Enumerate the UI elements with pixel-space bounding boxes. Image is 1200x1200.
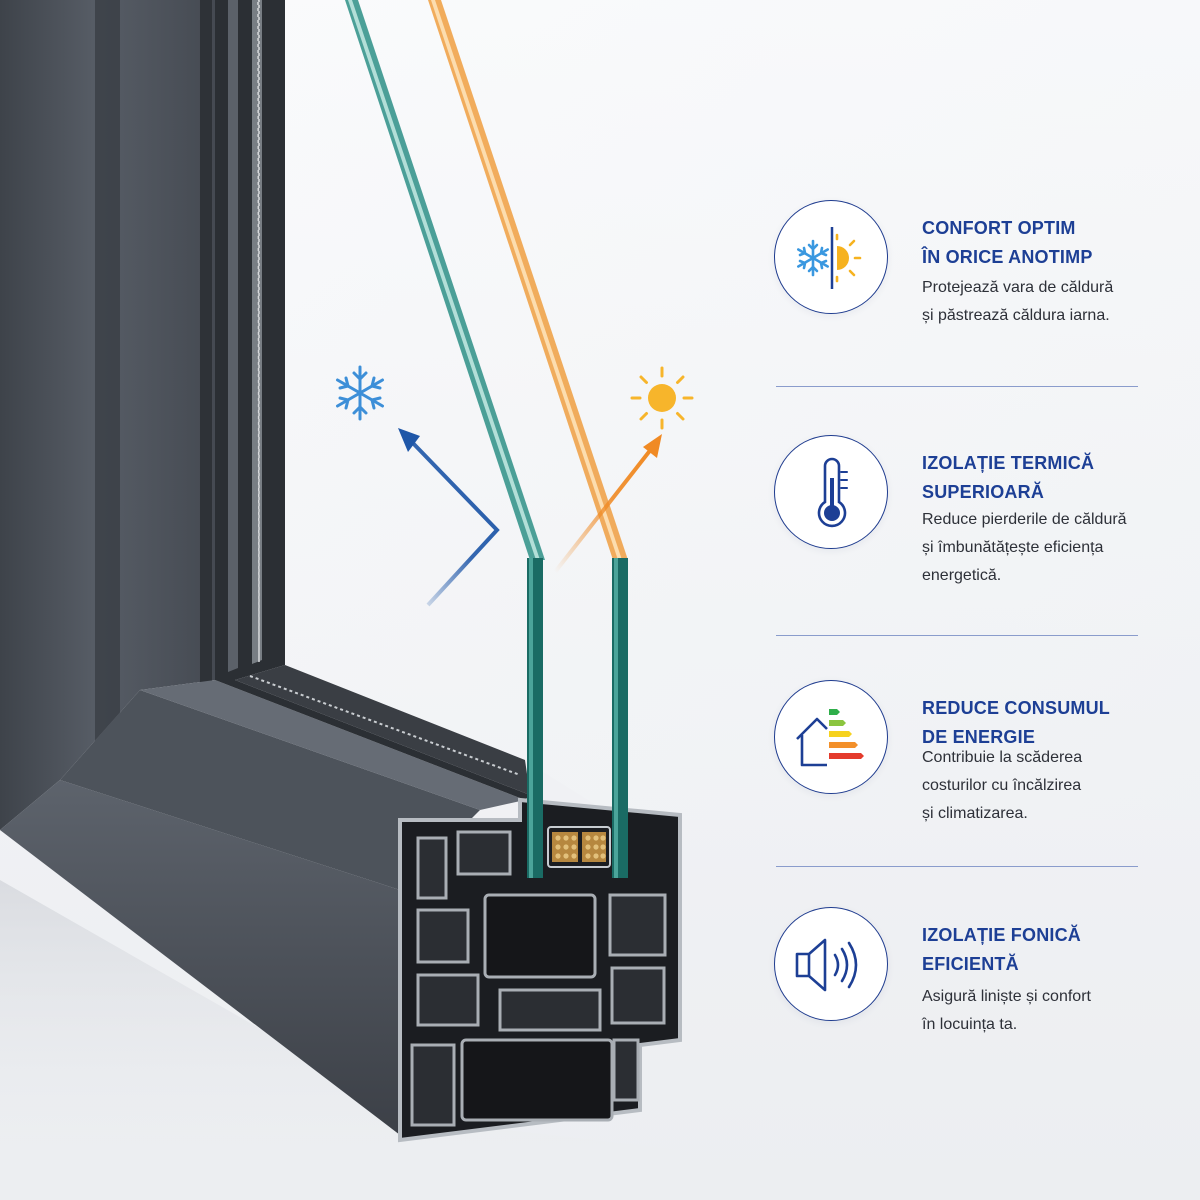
feature-comfort: CONFORT OPTIM ÎN ORICE ANOTIMP Protejeaz… xyxy=(774,200,1174,330)
feature-description: Contribuie la scăderea costurilor cu înc… xyxy=(922,749,1083,822)
speaker-sound-icon xyxy=(774,907,888,1021)
feature-description: Asigură liniște și confort în locuința t… xyxy=(922,988,1091,1033)
divider xyxy=(776,635,1138,636)
snowflake-icon xyxy=(336,365,384,421)
heat-reflection-arrow xyxy=(553,434,662,574)
sun-icon xyxy=(630,366,694,430)
snowflake-sun-icon xyxy=(774,200,888,314)
feature-sound-insulation: IZOLAȚIE FONICĂ EFICIENTĂ Asigură linișt… xyxy=(774,907,1174,1037)
feature-title: CONFORT OPTIM ÎN ORICE ANOTIMP xyxy=(922,218,1093,267)
thermometer-icon xyxy=(774,435,888,549)
feature-title: REDUCE CONSUMUL DE ENERGIE xyxy=(922,698,1111,747)
cold-reflection-arrow xyxy=(398,428,500,607)
feature-description: Protejează vara de căldură și păstrează … xyxy=(922,279,1114,324)
feature-description: Reduce pierderile de căldură și îmbunătă… xyxy=(922,511,1127,584)
profile-cross-section xyxy=(398,797,682,1143)
feature-title: IZOLAȚIE TERMICĂ SUPERIOARĂ xyxy=(922,453,1095,502)
divider xyxy=(776,386,1138,387)
double-glazing xyxy=(345,0,628,878)
house-energy-rating-icon xyxy=(774,680,888,794)
feature-title: IZOLAȚIE FONICĂ EFICIENTĂ xyxy=(922,925,1081,974)
feature-thermal-insulation: IZOLAȚIE TERMICĂ SUPERIOARĂ Reduce pierd… xyxy=(774,435,1174,584)
feature-energy-saving: REDUCE CONSUMUL DE ENERGIE Contribuie la… xyxy=(774,680,1174,822)
divider xyxy=(776,866,1138,867)
